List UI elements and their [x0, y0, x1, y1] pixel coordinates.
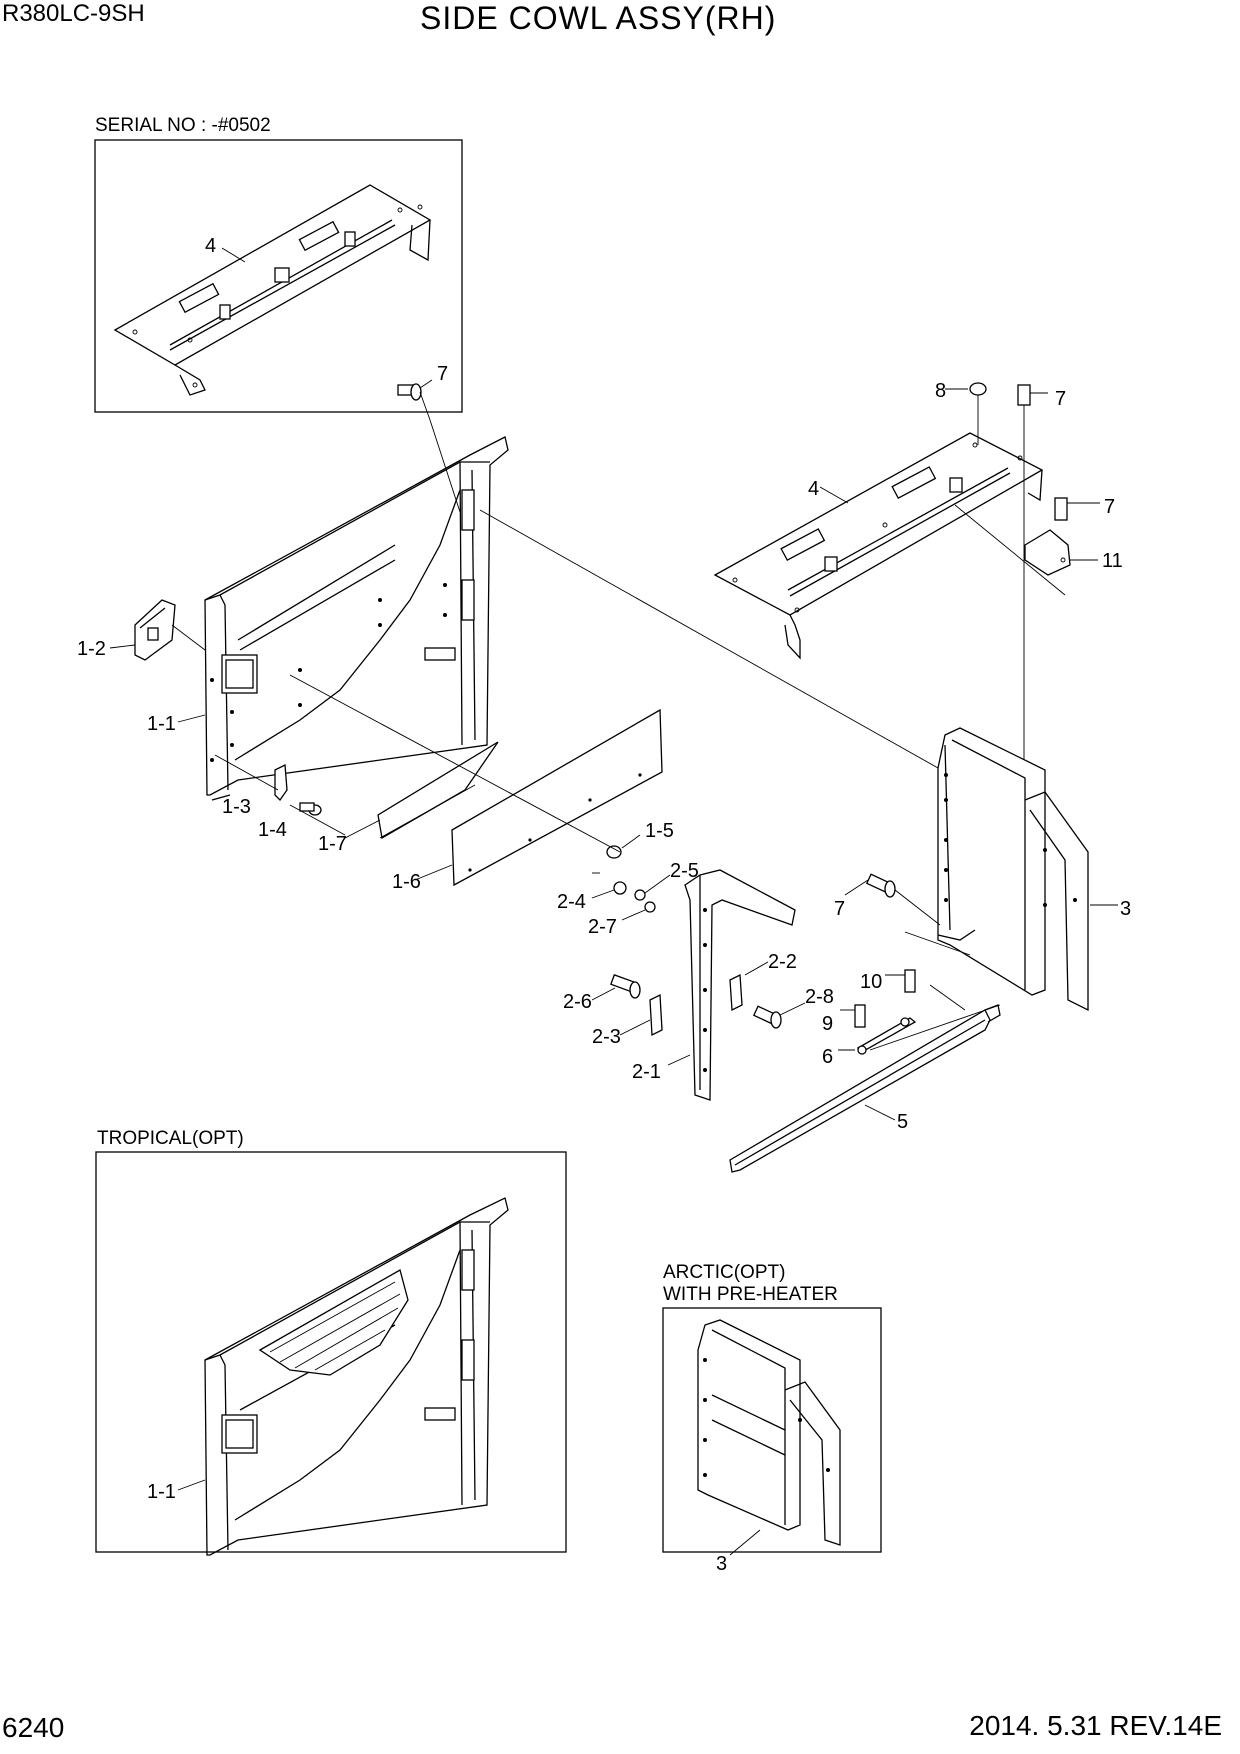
bolt-1-4 [289, 802, 346, 836]
callout-1-3: 1-3 [222, 796, 251, 818]
side-cowl-door-1-1 [204, 436, 509, 801]
arctic-inset-label-1: ARCTIC(OPT) [663, 1262, 786, 1283]
pin-1-5 [606, 834, 641, 859]
pin-10 [885, 969, 916, 993]
bolt-2-8 [752, 1002, 806, 1029]
callout-2-7: 2-7 [588, 916, 617, 938]
tropical-inset-frame [95, 1151, 567, 1553]
cap-8 [945, 382, 987, 445]
callout-1-2: 1-2 [77, 638, 106, 660]
arctic-inset-label-2: WITH PRE-HEATER [663, 1284, 838, 1305]
callout-1-7: 1-7 [318, 833, 347, 855]
bolt-2-6 [591, 974, 641, 1001]
callout-1-4: 1-4 [258, 819, 287, 841]
callout-2-2: 2-2 [768, 951, 797, 973]
callout-2-8: 2-8 [805, 986, 834, 1008]
bracket-11 [1024, 529, 1098, 576]
tropical-door-1-1 [204, 1197, 509, 1556]
model-number: R380LC-9SH [2, 0, 145, 27]
callout-11: 11 [1102, 550, 1123, 572]
callout-5: 5 [897, 1111, 908, 1133]
frame-2-1 [667, 869, 796, 1101]
arctic-frame-3 [697, 1319, 841, 1546]
rail-5 [729, 1004, 1001, 1173]
callout-8: 8 [935, 380, 946, 402]
callout-4: 4 [808, 478, 819, 500]
callout-1-1-tropical: 1-1 [147, 1481, 176, 1503]
callout-2-5: 2-5 [670, 860, 699, 882]
callout-1-6: 1-6 [392, 871, 421, 893]
callout-labels: 7 8 7 4 7 11 1-2 1-1 1-3 1-4 1-7 1-6 1-5… [77, 363, 1131, 1133]
callout-1-1: 1-1 [147, 713, 176, 735]
callout-3: 3 [1120, 898, 1131, 920]
bracket-2-2 [729, 961, 769, 1012]
callout-4-serial: 4 [205, 235, 216, 257]
bolt-2-4 [591, 881, 627, 899]
bracket-4 [713, 432, 1044, 660]
arctic-inset: 3 [662, 1307, 882, 1575]
tropical-inset: 1-1 [95, 1151, 567, 1556]
pin-9 [840, 1004, 866, 1028]
callout-2-1: 2-1 [632, 1061, 661, 1083]
plate-1-6 [414, 708, 663, 887]
callout-2-4: 2-4 [557, 891, 586, 913]
frame-3 [937, 727, 1118, 1012]
arctic-inset-frame [662, 1307, 882, 1553]
callout-2-6: 2-6 [563, 991, 592, 1013]
nut-2-5 [634, 874, 671, 901]
revision-date: 2014. 5.31 REV.14E [969, 1710, 1222, 1741]
bolt-7-right [1054, 497, 1100, 521]
callout-6: 6 [822, 1046, 833, 1068]
plate-1-7 [344, 741, 499, 840]
washer-2-7 [621, 901, 656, 921]
page-title: SIDE COWL ASSY(RH) [420, 0, 777, 36]
strip-6 [838, 1017, 917, 1055]
bracket-2-3 [619, 993, 663, 1037]
latch-1-2 [134, 599, 206, 661]
serial-inset-label: SERIAL NO : -#0502 [95, 115, 271, 136]
callout-3-arctic: 3 [716, 1553, 727, 1575]
callout-10: 10 [860, 971, 882, 993]
bracket-4-serial [113, 184, 432, 396]
callout-leaders [109, 644, 600, 874]
serial-inset: 4 [94, 139, 463, 413]
tropical-inset-label: TROPICAL(OPT) [97, 1128, 244, 1149]
serial-inset-frame [94, 139, 463, 413]
callout-9: 9 [822, 1013, 833, 1035]
callout-2-3: 2-3 [592, 1026, 621, 1048]
bracket-1-3 [214, 754, 288, 802]
bolt-7-lower [844, 873, 941, 926]
callout-1-5: 1-5 [645, 820, 674, 842]
bolt-7-top-right [1017, 384, 1048, 406]
callout-7-c: 7 [1104, 496, 1115, 518]
callout-7-d: 7 [834, 898, 845, 920]
bolt-7-top-left [397, 379, 433, 421]
callout-7-b: 7 [1055, 388, 1066, 410]
callout-7-a: 7 [437, 363, 448, 385]
leader-lines [289, 400, 1066, 1051]
page-number: 6240 [2, 1712, 65, 1743]
